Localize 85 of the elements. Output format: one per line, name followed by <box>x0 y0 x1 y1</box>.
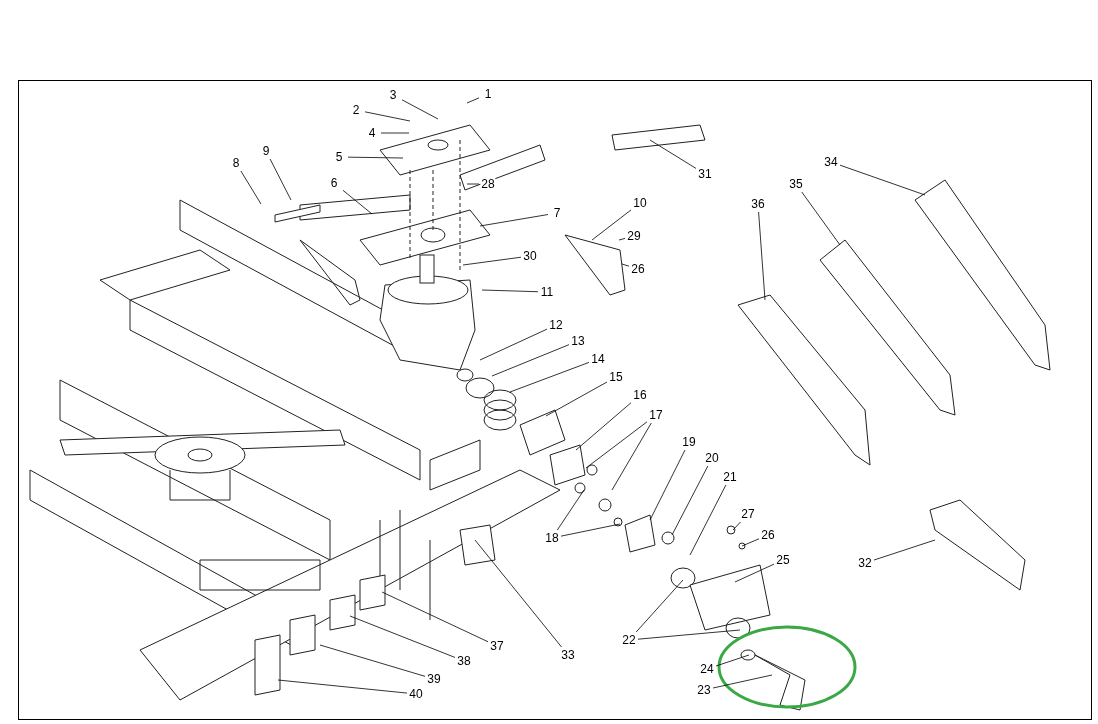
callout-number: 15 <box>608 370 624 384</box>
leader-line <box>591 209 632 241</box>
leader-line <box>649 449 686 521</box>
callout-number: 28 <box>480 177 496 191</box>
leader-line <box>621 263 630 267</box>
callout-number: 29 <box>626 229 642 243</box>
leader-line <box>649 139 697 169</box>
callout-number: 1 <box>483 87 493 101</box>
leader-line <box>556 489 585 531</box>
callout-number: 25 <box>775 553 791 567</box>
leader-line <box>481 289 539 293</box>
leader-line <box>349 615 456 658</box>
leader-line <box>585 421 648 469</box>
callout-number: 19 <box>681 435 697 449</box>
callout-number: 39 <box>426 672 442 686</box>
callout-number: 8 <box>231 156 241 170</box>
callout-number: 3 <box>388 88 398 102</box>
callout-number: 30 <box>522 249 538 263</box>
leader-line <box>479 328 548 361</box>
leader-line <box>732 521 741 531</box>
callout-number: 4 <box>367 126 377 140</box>
leader-line <box>637 629 741 640</box>
leader-line <box>277 679 408 694</box>
callout-number: 38 <box>456 654 472 668</box>
leader-line <box>466 183 480 185</box>
leader-line <box>873 539 936 561</box>
callout-number: 35 <box>788 177 804 191</box>
leader-line <box>560 523 621 537</box>
callout-number: 12 <box>548 318 564 332</box>
leader-line <box>618 238 626 241</box>
callout-number: 24 <box>699 662 715 676</box>
callout-number: 23 <box>696 683 712 697</box>
leader-line <box>689 484 727 556</box>
callout-number: 6 <box>329 176 339 190</box>
callout-number: 40 <box>408 687 424 701</box>
callout-number: 32 <box>857 556 873 570</box>
leader-line <box>545 381 608 417</box>
callout-number: 33 <box>560 648 576 662</box>
leader-line <box>364 111 411 122</box>
leader-line <box>575 402 632 451</box>
leader-line <box>635 579 684 633</box>
callout-number: 36 <box>750 197 766 211</box>
leader-line <box>401 99 439 120</box>
leader-line <box>466 97 480 104</box>
callout-number: 26 <box>760 528 776 542</box>
leader-line <box>381 591 489 643</box>
callout-number: 17 <box>648 408 664 422</box>
leader-line <box>269 158 292 201</box>
callout-number: 11 <box>539 285 555 299</box>
leader-line <box>741 538 760 547</box>
leader-line <box>342 189 373 215</box>
leader-line <box>712 674 773 689</box>
callout-number: 22 <box>621 633 637 647</box>
leader-line <box>801 191 841 246</box>
callout-number: 7 <box>552 206 562 220</box>
leader-line <box>715 654 750 667</box>
leader-line <box>319 644 426 677</box>
leader-line <box>734 563 775 583</box>
leader-line <box>671 465 709 536</box>
callout-number: 9 <box>261 144 271 158</box>
leader-line <box>509 362 590 393</box>
leader-line <box>462 256 522 266</box>
leader-line <box>474 539 562 648</box>
leader-line <box>491 344 570 377</box>
callout-number: 37 <box>489 639 505 653</box>
leader-line <box>839 164 926 196</box>
callout-number: 34 <box>823 155 839 169</box>
callout-number: 14 <box>590 352 606 366</box>
callout-number: 5 <box>334 150 344 164</box>
leader-line <box>611 422 652 491</box>
callout-number: 20 <box>704 451 720 465</box>
leader-line <box>758 211 766 301</box>
leader-line <box>380 132 410 134</box>
leader-line <box>347 156 404 159</box>
callout-number: 31 <box>697 167 713 181</box>
leader-line <box>479 214 549 227</box>
leader-line <box>240 170 262 205</box>
callout-number: 18 <box>544 531 560 545</box>
callout-number: 13 <box>570 334 586 348</box>
callout-number: 21 <box>722 470 738 484</box>
callout-number: 10 <box>632 196 648 210</box>
callout-number: 2 <box>351 103 361 117</box>
callout-number: 26 <box>630 262 646 276</box>
callout-number: 27 <box>740 507 756 521</box>
callout-number: 16 <box>632 388 648 402</box>
